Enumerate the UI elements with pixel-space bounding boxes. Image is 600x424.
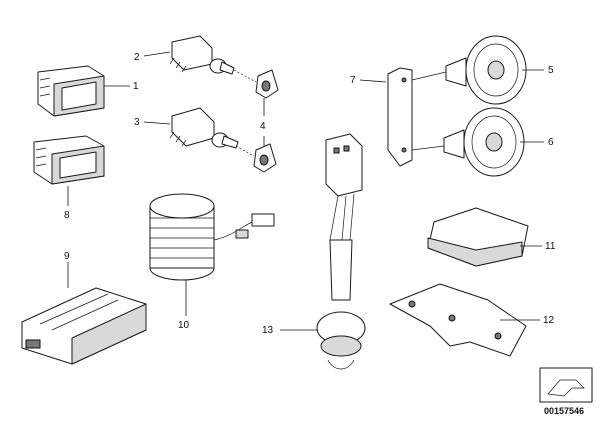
- callout-2: 2: [134, 52, 140, 63]
- callout-9: 9: [64, 251, 70, 262]
- part-7-bracket[interactable]: [387, 67, 447, 167]
- part-4-knob[interactable]: [233, 69, 279, 173]
- reference-box: 00157546: [539, 367, 593, 416]
- callout-13: 13: [262, 325, 274, 336]
- callout-5: 5: [548, 65, 554, 76]
- part-13-socket-cable[interactable]: [316, 133, 366, 370]
- part-1-switch[interactable]: [37, 65, 105, 117]
- part-10-siren[interactable]: [149, 193, 275, 281]
- part-2-potentiometer[interactable]: [169, 35, 235, 75]
- part-5-horn[interactable]: [445, 35, 527, 105]
- part-11-pad[interactable]: [427, 207, 529, 267]
- callout-1: 1: [133, 81, 139, 92]
- part-12-bracket-plate[interactable]: [389, 283, 527, 357]
- callout-3: 3: [134, 117, 140, 128]
- part-9-control-unit[interactable]: [21, 287, 147, 365]
- part-8-switch[interactable]: [33, 135, 105, 185]
- callout-6: 6: [548, 137, 554, 148]
- callout-8: 8: [64, 210, 70, 221]
- callout-12: 12: [543, 315, 555, 326]
- callout-11: 11: [545, 241, 556, 252]
- callout-labels: 1 2 3 4 5 6 7 8 9 10 11 12 13: [64, 52, 556, 336]
- callout-4: 4: [260, 121, 266, 132]
- part-6-horn[interactable]: [443, 107, 525, 177]
- leader-lines: [67, 51, 544, 331]
- callout-7: 7: [350, 75, 356, 86]
- reference-code: 00157546: [544, 406, 584, 416]
- part-3-potentiometer[interactable]: [169, 107, 239, 149]
- callout-10: 10: [178, 320, 190, 331]
